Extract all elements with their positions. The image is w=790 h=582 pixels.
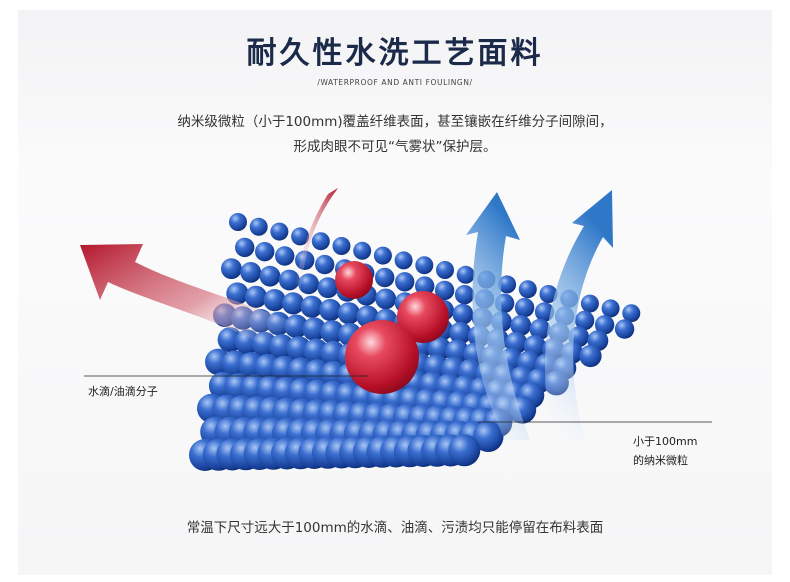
nano-bead	[427, 336, 452, 361]
nano-bead	[298, 273, 319, 295]
nano-bead	[315, 254, 335, 275]
nano-bead	[452, 303, 474, 325]
nano-bead	[529, 318, 551, 340]
nano-bead	[415, 256, 434, 275]
description-line-2: 形成肉眼不可见“气雾状”保护层。	[293, 139, 497, 155]
droplet-small	[335, 261, 373, 299]
nano-bead	[574, 310, 595, 331]
nano-bead	[594, 315, 615, 335]
nano-bead	[300, 295, 323, 318]
nano-bead	[456, 265, 475, 284]
description-line-1: 纳米级微粒（小于100mm)覆盖纤维表面，甚至镶嵌在纤维分子间隙间，	[177, 114, 613, 130]
blue-arrow-1	[466, 192, 530, 440]
nano-bead	[434, 280, 455, 301]
nano-bead	[472, 421, 504, 453]
particle-label-line-1: 小于100mm	[633, 435, 698, 448]
nano-bead	[244, 285, 268, 308]
nano-bead	[270, 222, 289, 241]
nano-bead	[375, 288, 397, 310]
bottom-caption: 常温下尺寸远大于100mm的水滴、油滴、污渍均只能停留在布料表面	[186, 520, 604, 536]
page-subtitle: /WATERPROOF AND ANTI FOULINGN/	[317, 78, 473, 87]
droplet-label: 水滴/油滴分子	[88, 385, 158, 398]
nano-bead	[255, 242, 275, 262]
nano-bead	[221, 258, 242, 279]
nano-bead	[510, 315, 532, 336]
nano-bead	[259, 265, 281, 287]
nano-bead	[235, 237, 255, 258]
nano-bead	[614, 319, 635, 339]
page-title: 耐久性水洗工艺面料	[246, 36, 544, 71]
nano-bead	[375, 267, 395, 288]
nano-bead	[394, 251, 413, 270]
nano-bead	[518, 280, 537, 299]
nano-bead	[514, 297, 535, 318]
nano-bead	[454, 285, 475, 305]
nano-bead	[498, 275, 517, 294]
nano-bead	[275, 246, 295, 266]
blue-arrow-2	[544, 190, 613, 440]
red-arrow-large	[80, 244, 300, 348]
nano-bead	[240, 262, 262, 283]
particle-label-line-2: 的纳米微粒	[633, 454, 688, 467]
red-arrow-thin	[294, 188, 338, 295]
nano-bead	[291, 227, 310, 246]
nano-bead	[534, 302, 555, 322]
nano-bead	[622, 304, 641, 323]
nano-bead	[415, 276, 435, 296]
nano-bead	[263, 289, 286, 312]
nano-bead	[395, 272, 415, 292]
nano-bead	[337, 302, 360, 325]
nano-bead	[580, 294, 599, 313]
nano-bead	[332, 237, 351, 255]
nano-bead	[319, 298, 342, 322]
nano-bead	[373, 246, 392, 265]
nano-bead	[449, 321, 472, 345]
nano-bead	[436, 261, 454, 279]
nano-bead	[317, 277, 339, 298]
nano-bead	[448, 434, 481, 467]
nano-bead	[278, 269, 300, 291]
nano-bead	[249, 217, 268, 236]
nano-bead	[226, 282, 249, 305]
nano-bead	[539, 285, 558, 303]
nano-bead	[302, 317, 327, 341]
nano-bead	[282, 292, 305, 315]
nano-bead	[320, 320, 344, 344]
nano-bead	[579, 344, 602, 368]
droplet-medium	[397, 291, 449, 343]
nano-bead	[311, 232, 330, 251]
droplet-large	[345, 320, 419, 394]
nano-bead	[229, 213, 247, 231]
nano-bead	[601, 299, 620, 318]
nano-bead	[353, 241, 372, 260]
